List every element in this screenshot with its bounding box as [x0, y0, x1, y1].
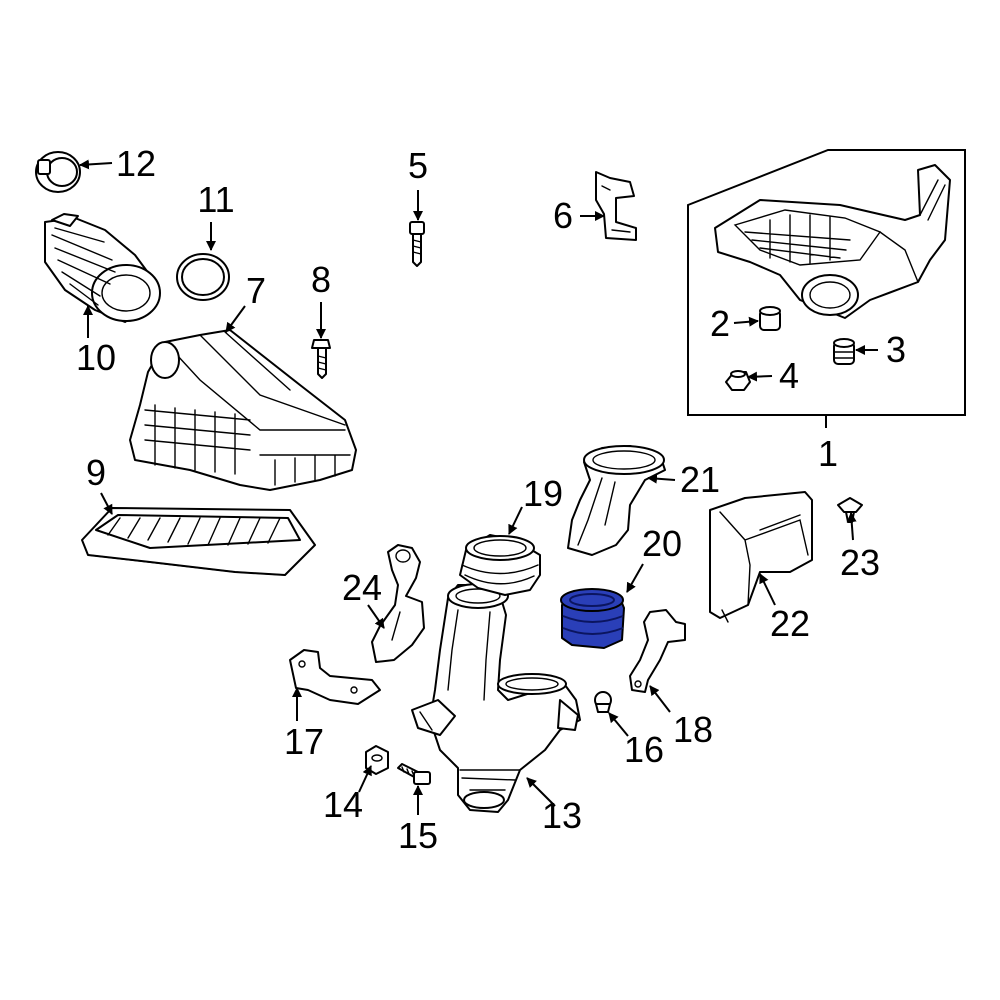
callout-22: 22	[770, 603, 810, 644]
callout-19: 19	[523, 473, 563, 514]
leader-lines	[79, 159, 878, 815]
bolt-15[interactable]	[397, 763, 431, 785]
intake-tube-13[interactable]	[411, 583, 581, 813]
callout-10: 10	[76, 337, 116, 378]
group-box-outline	[687, 149, 966, 416]
intake-hose-10[interactable]	[44, 213, 161, 323]
clamp-12[interactable]	[35, 151, 81, 193]
leader-23	[846, 512, 857, 541]
callout-21: 21	[680, 459, 720, 500]
leader-14	[358, 765, 372, 793]
callout-2: 2	[710, 303, 730, 344]
air-duct-21[interactable]	[567, 445, 666, 556]
collar-4[interactable]	[725, 370, 751, 391]
callout-12: 12	[116, 143, 156, 184]
leader-7	[225, 305, 246, 333]
callout-24: 24	[342, 567, 382, 608]
callout-20: 20	[642, 523, 682, 564]
callout-4: 4	[779, 355, 799, 396]
callout-17: 17	[284, 721, 324, 762]
callout-9: 9	[86, 452, 106, 493]
bolt-16[interactable]	[594, 691, 612, 713]
leader-4	[747, 371, 773, 382]
callout-labels: 1 2 3 4 5 6 7 8 9 10 11 12 13 14 15 16 1…	[76, 143, 906, 856]
leader-9	[100, 492, 113, 515]
air-cleaner-lower-housing[interactable]	[714, 164, 951, 319]
air-cleaner-upper-housing-7[interactable]	[129, 329, 357, 491]
leader-12	[79, 159, 113, 170]
callout-7: 7	[246, 270, 266, 311]
leader-21	[647, 473, 676, 484]
callout-11: 11	[197, 179, 234, 220]
leader-20	[626, 563, 644, 593]
bolt-5[interactable]	[409, 221, 425, 267]
leader-13	[526, 777, 556, 807]
callout-15: 15	[398, 815, 438, 856]
leader-22	[759, 573, 776, 606]
bolt-8[interactable]	[311, 339, 331, 379]
leader-2	[733, 316, 759, 327]
air-filter-9[interactable]	[81, 507, 316, 576]
callout-6: 6	[553, 195, 573, 236]
leader-24	[367, 604, 385, 629]
callout-18: 18	[673, 709, 713, 750]
bracket-18[interactable]	[629, 609, 686, 693]
bracket-6[interactable]	[595, 171, 637, 241]
grommet-3[interactable]	[833, 338, 855, 365]
leader-19	[508, 506, 523, 535]
seal-20-highlighted[interactable]	[560, 588, 625, 649]
clip-23[interactable]	[837, 497, 863, 523]
bracket-17[interactable]	[289, 649, 381, 705]
cover-22[interactable]	[709, 491, 813, 623]
callout-13: 13	[542, 795, 582, 836]
leader-18	[649, 685, 671, 713]
leader-16	[608, 712, 629, 737]
callout-16: 16	[624, 729, 664, 770]
callout-8: 8	[311, 259, 331, 300]
grommet-2[interactable]	[759, 306, 781, 331]
bracket-24[interactable]	[371, 544, 425, 663]
callout-23: 23	[840, 542, 880, 583]
callout-14: 14	[323, 784, 363, 825]
part-1-group	[687, 149, 966, 428]
callout-3: 3	[886, 329, 906, 370]
boot-19[interactable]	[459, 534, 541, 596]
seal-ring-11[interactable]	[176, 253, 230, 301]
callout-5: 5	[408, 145, 428, 186]
callout-1: 1	[818, 433, 838, 474]
